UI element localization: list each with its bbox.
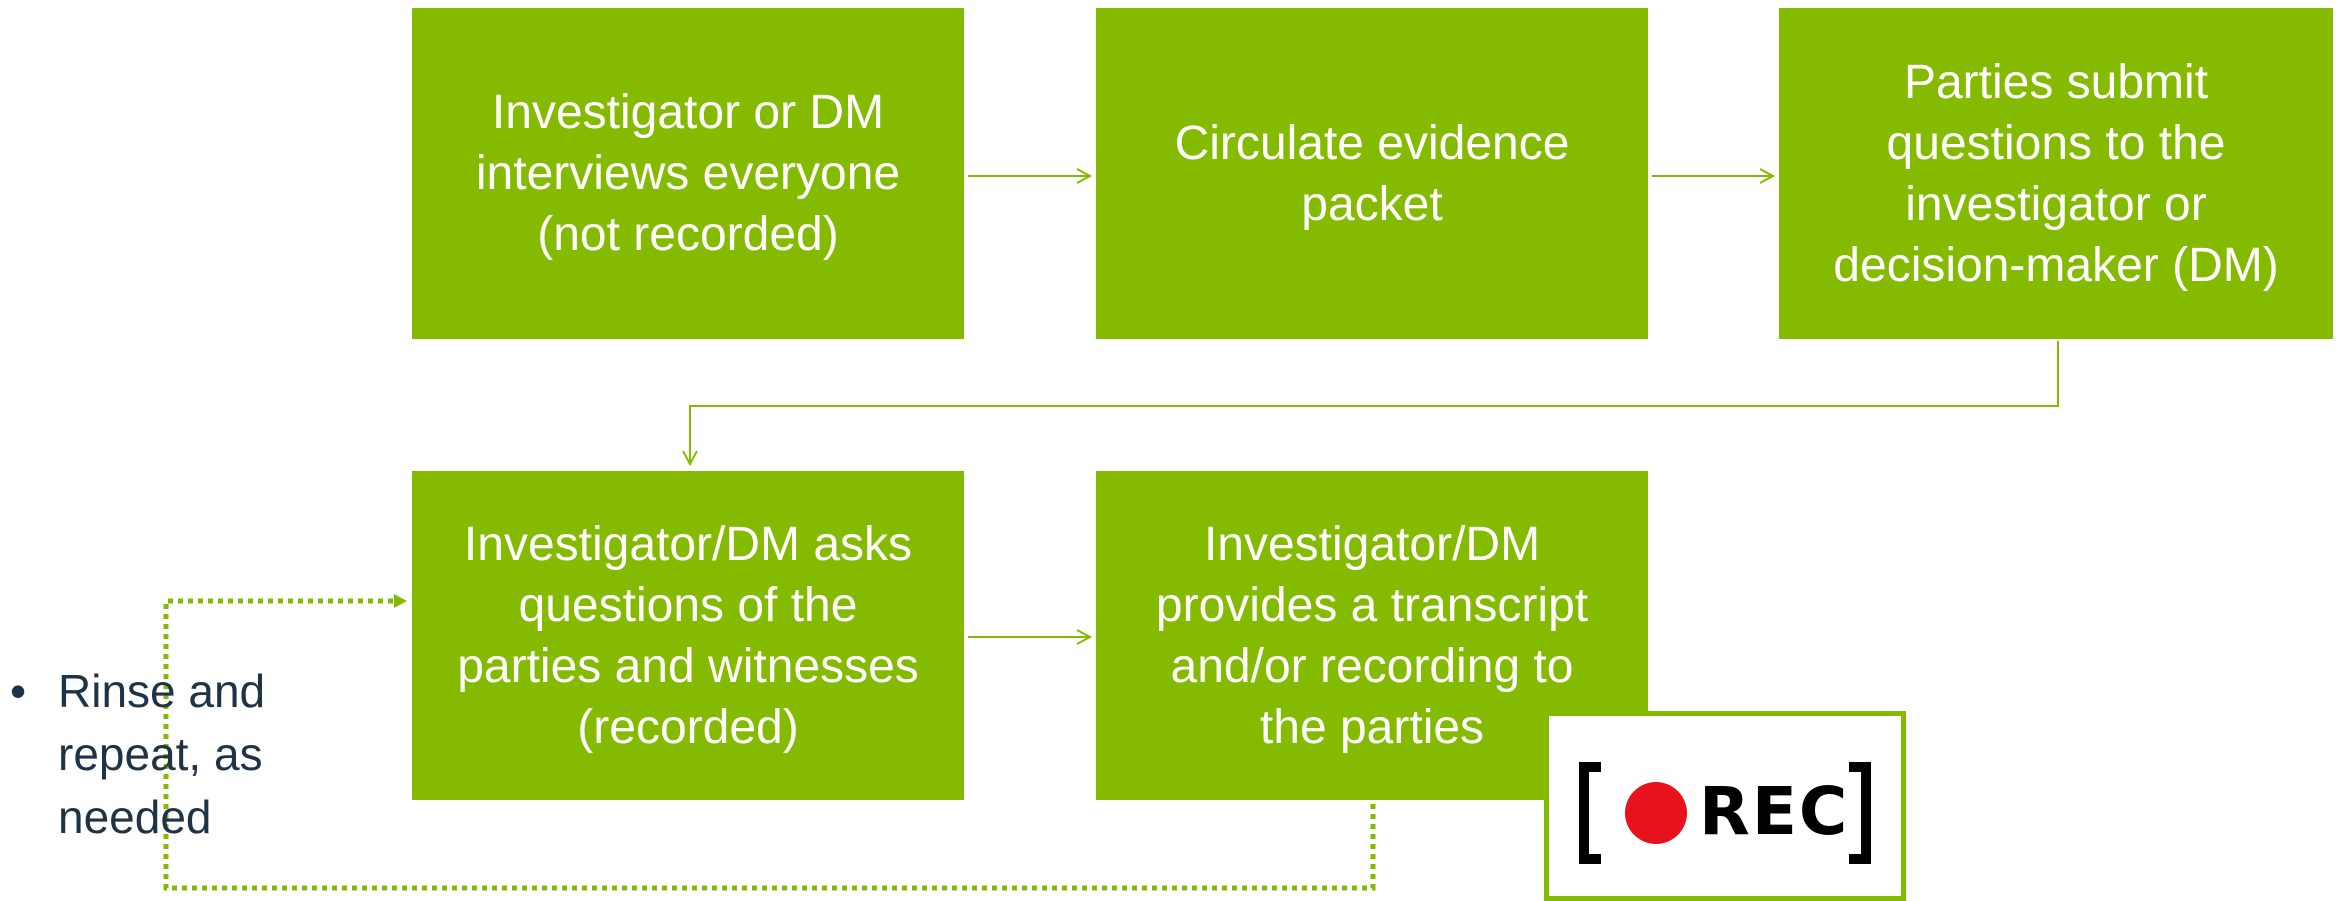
step-submit-questions-text: Parties submit questions to the investig…: [1833, 55, 2279, 292]
step-provides-transcript-text: Investigator/DM provides a transcript an…: [1155, 517, 1589, 754]
step-provides-transcript-box: Investigator/DM provides a transcript an…: [1096, 471, 1648, 800]
rec-label: REC: [1699, 773, 1850, 850]
bullet-marker: •: [10, 665, 27, 717]
step-interviews-text: Investigator or DM interviews everyone (…: [475, 86, 901, 261]
record-dot-icon: [1625, 782, 1687, 844]
rec-badge: REC: [1544, 711, 1906, 901]
rinse-repeat-text: Rinse and repeat, as needed: [58, 665, 266, 843]
arrow-step3-step4: [682, 341, 2059, 467]
rinse-repeat-note: • Rinse and repeat, as needed: [10, 660, 298, 849]
step-interviews-box: Investigator or DM interviews everyone (…: [412, 8, 964, 339]
right-bracket-icon: [1849, 762, 1871, 864]
step-asks-questions-text: Investigator/DM asks questions of the pa…: [457, 517, 919, 754]
left-bracket-icon: [1579, 762, 1601, 864]
step-asks-questions-box: Investigator/DM asks questions of the pa…: [412, 471, 964, 800]
step-circulate-evidence-text: Circulate evidence packet: [1174, 116, 1570, 231]
step-circulate-evidence-box: Circulate evidence packet: [1096, 8, 1648, 339]
step-submit-questions-box: Parties submit questions to the investig…: [1779, 8, 2333, 339]
